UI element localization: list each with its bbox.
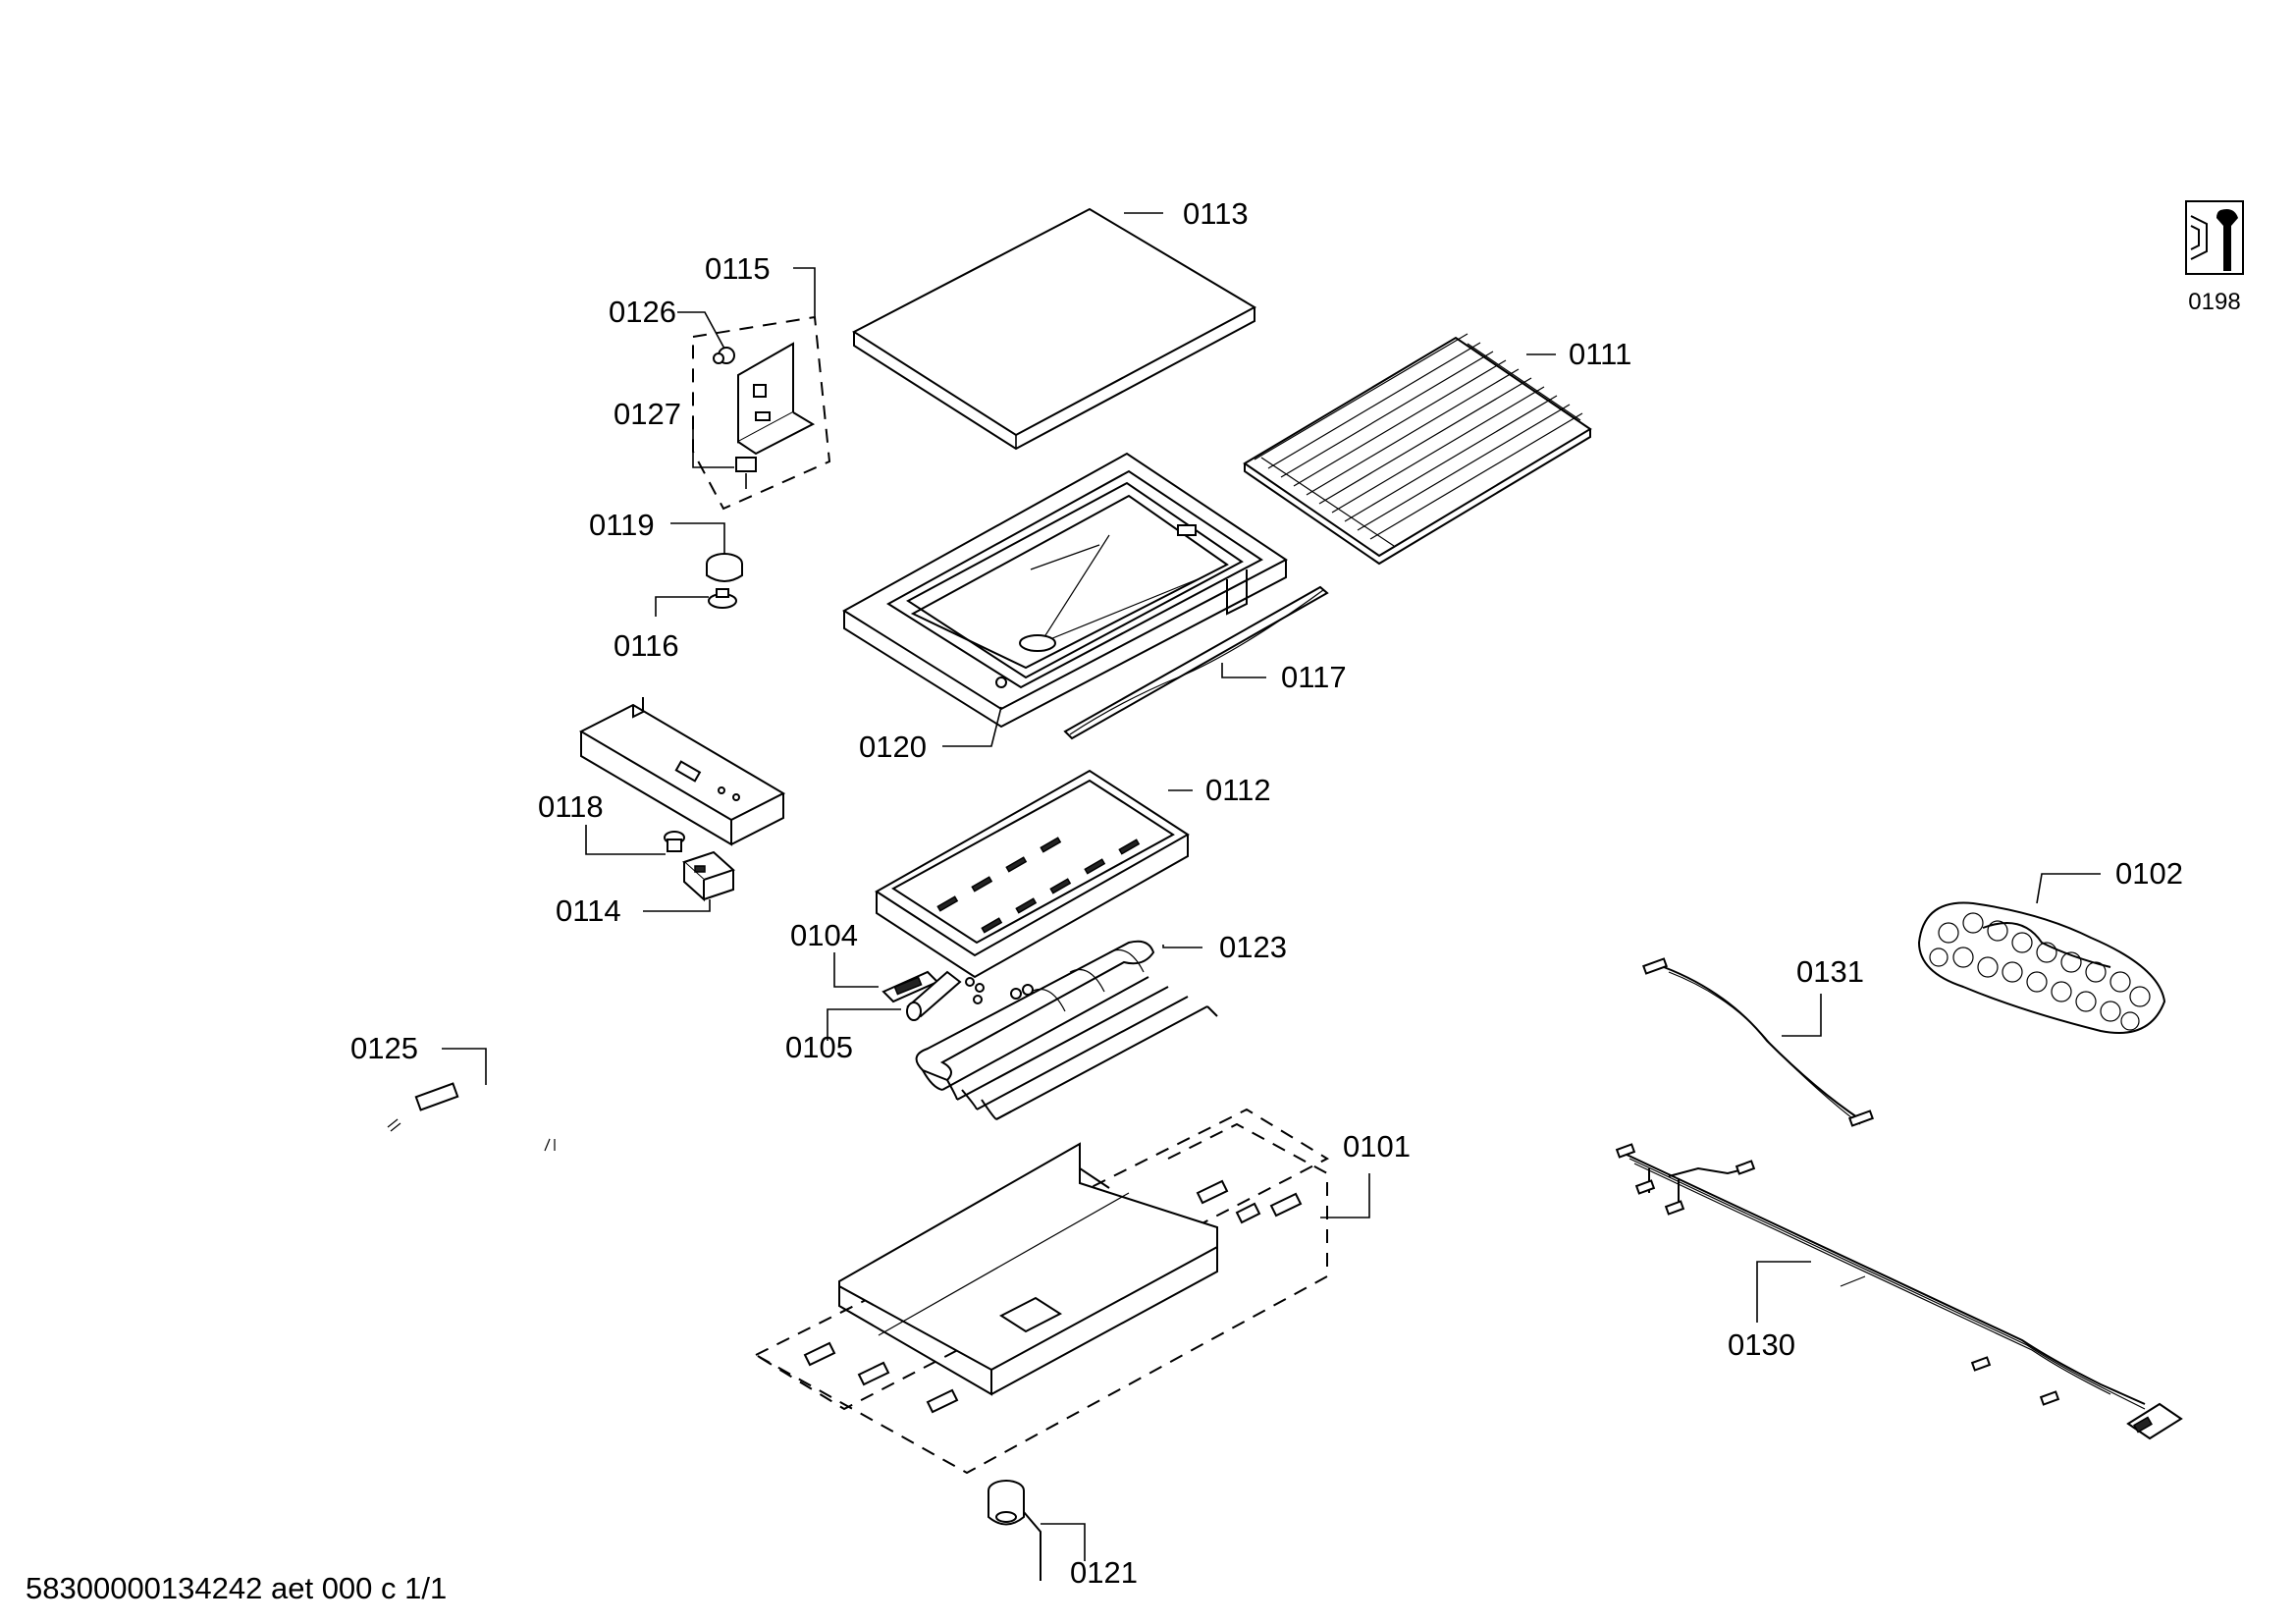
label-0119: 0119 — [589, 508, 655, 542]
label-0121: 0121 — [1070, 1555, 1138, 1590]
part-0104-clip[interactable]: 0104 — [790, 918, 939, 1003]
label-0130: 0130 — [1728, 1327, 1795, 1362]
label-0125: 0125 — [350, 1031, 418, 1065]
label-0105: 0105 — [785, 1030, 853, 1064]
label-0126: 0126 — [609, 295, 676, 329]
control-panel-bracket[interactable] — [578, 697, 786, 846]
part-0117-gasket-strip[interactable]: 0117 — [1063, 585, 1347, 740]
part-0125-cable[interactable]: 0125 — [350, 1031, 567, 1152]
part-0105-connector[interactable]: 0105 — [785, 970, 985, 1064]
label-0117: 0117 — [1281, 660, 1347, 694]
label-0131: 0131 — [1796, 954, 1864, 989]
part-0118-switch[interactable]: 0118 — [538, 789, 685, 855]
label-0102: 0102 — [2115, 856, 2183, 891]
label-0127: 0127 — [614, 397, 681, 431]
label-0118: 0118 — [538, 789, 604, 824]
part-0130-wiring-harness[interactable]: 0130 — [1615, 1143, 2183, 1440]
part-0119-knob[interactable]: 0119 — [589, 508, 743, 582]
part-0121-valve[interactable]: 0121 — [988, 1480, 1138, 1590]
label-0112: 0112 — [1205, 773, 1271, 807]
label-0123: 0123 — [1219, 930, 1287, 964]
label-0115: 0115 — [705, 251, 771, 286]
service-icon-label: 0198 — [2188, 289, 2240, 315]
part-0120-cooktop-frame[interactable]: 0120 — [842, 452, 1288, 764]
part-0112-drip-tray[interactable]: 0112 — [875, 769, 1271, 979]
part-0116-knob-base[interactable]: 0116 — [614, 588, 737, 663]
part-0102-lava-stones[interactable]: 0102 — [1917, 856, 2183, 1034]
label-0104: 0104 — [790, 918, 858, 952]
label-0101: 0101 — [1343, 1129, 1411, 1164]
part-0123-heating-element[interactable]: 0123 — [915, 930, 1287, 1120]
part-0114-switch-box[interactable]: 0114 — [556, 850, 735, 928]
document-footer: 58300000134242 aet 000 c 1/1 — [26, 1571, 447, 1605]
part-0131-wire[interactable]: 0131 — [1642, 954, 1874, 1127]
label-0111: 0111 — [1569, 337, 1631, 371]
part-0115-bracket-assembly[interactable]: 0115 0126 0127 — [609, 251, 831, 511]
part-0111-grill-grate[interactable]: 0111 — [1243, 333, 1631, 566]
label-0113: 0113 — [1183, 196, 1249, 231]
label-0114: 0114 — [556, 893, 621, 928]
label-0120: 0120 — [859, 730, 927, 764]
part-0101-housing-box[interactable]: 0101 — [753, 1108, 1411, 1475]
service-icon[interactable]: 0198 — [2185, 200, 2244, 315]
part-0113-cover-plate[interactable]: 0113 — [852, 196, 1257, 451]
label-0116: 0116 — [614, 628, 679, 663]
wrench-nut-icon — [2190, 209, 2238, 271]
